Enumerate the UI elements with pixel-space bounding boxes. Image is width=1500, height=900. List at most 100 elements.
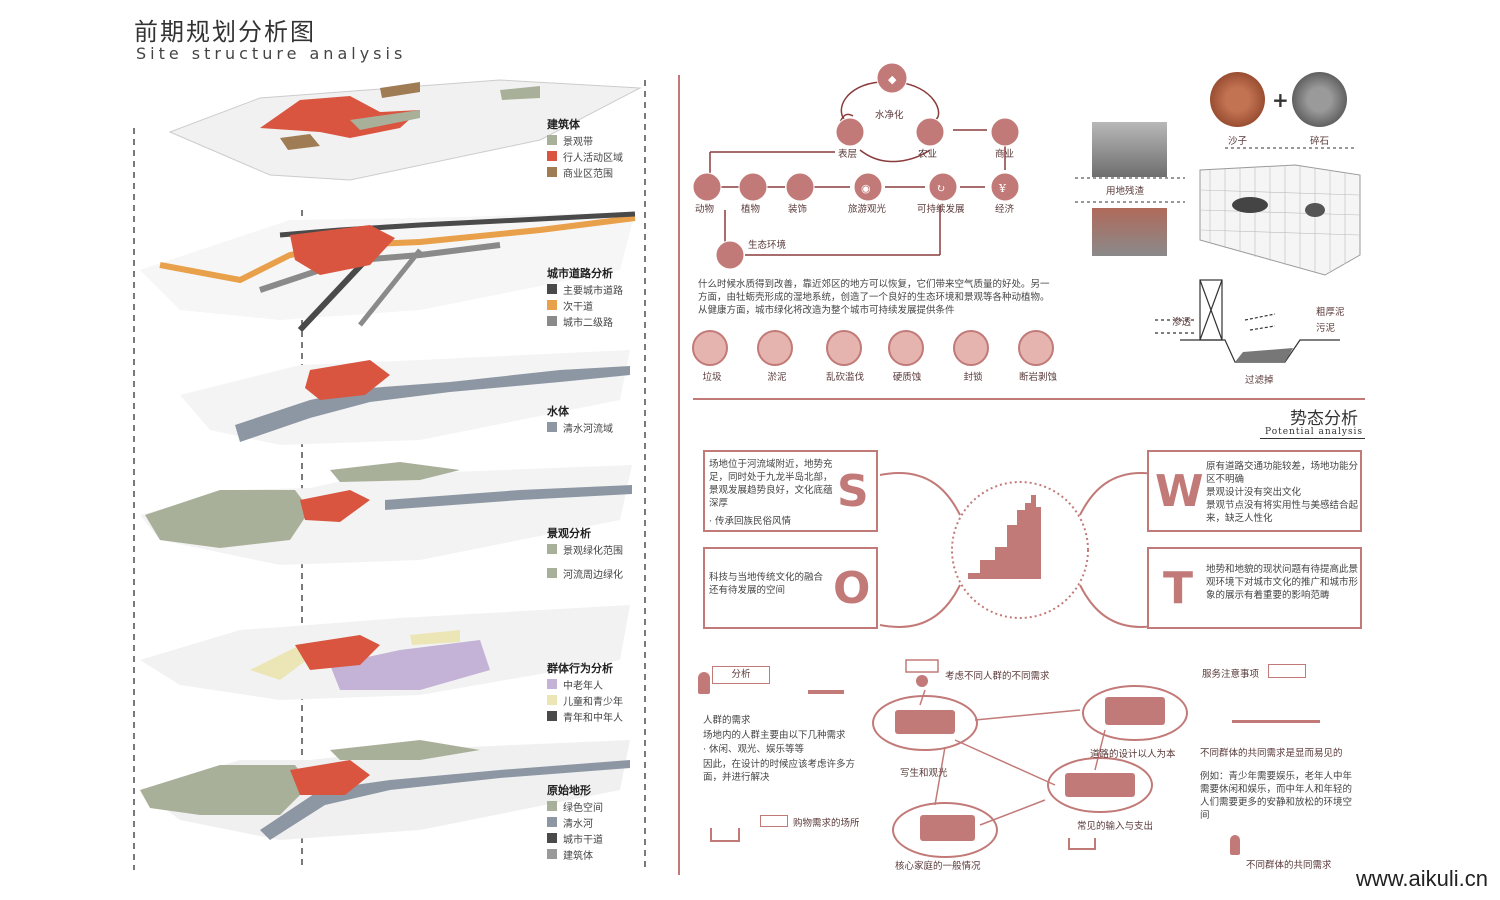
layer-groups-map <box>140 605 630 700</box>
legend-item: 城市干道 <box>547 830 603 846</box>
swot-w-letter: W <box>1155 466 1204 517</box>
problem-icons-row: 垃圾 淤泥 乱砍滥伐 硬质蚀 封锁 断岩剥蚀 <box>692 330 1062 385</box>
legend-water: 水体 清水河流域 <box>547 403 613 435</box>
section-divider <box>693 398 1365 400</box>
title-underline <box>1260 438 1365 439</box>
io-label: 常见的输入与支出 <box>1077 821 1154 832</box>
layer-landscape-map <box>140 462 632 565</box>
page-subtitle: Site structure analysis <box>136 44 407 63</box>
swot-o-box: 科技与当地传统文化的融合还有待发展的空间 O <box>703 547 878 629</box>
sand-label: 沙子 <box>1228 136 1248 147</box>
page-title: 前期规划分析图 <box>134 18 316 46</box>
legend-landscape: 景观分析 景观绿化范围 河流周边绿化 <box>547 525 623 581</box>
legend-title: 水体 <box>547 405 569 418</box>
svg-text:动物: 动物 <box>695 203 715 215</box>
sand-sample <box>1210 72 1265 127</box>
coarse-mud-label: 粗厚泥 <box>1316 307 1345 318</box>
svg-text:商业: 商业 <box>995 148 1014 160</box>
legend-item: 主要城市道路 <box>547 281 623 297</box>
layered-site-maps <box>133 79 646 870</box>
swot-connectors <box>879 472 1161 628</box>
needs-title: 人群的需求 <box>703 715 751 726</box>
problem-item: 断岩剥蚀 <box>1014 330 1062 383</box>
analysis-sign: 分析 <box>712 666 770 684</box>
plant-icon <box>738 172 768 202</box>
swot-o-letter: O <box>833 563 871 614</box>
erosion-icon <box>888 330 924 366</box>
recycle-icon <box>928 172 958 202</box>
legend-item: 商业区范围 <box>547 164 623 180</box>
needs-line-2: · 休闲、观光、娱乐等等 <box>703 744 805 755</box>
legend-item: 景观带 <box>547 132 623 148</box>
problem-item: 硬质蚀 <box>885 330 929 383</box>
svg-text:◉: ◉ <box>861 182 871 195</box>
site-photo-shells <box>1092 208 1167 256</box>
road-design-label: 道路的设计以人为本 <box>1090 749 1176 760</box>
commerce-cart-icon <box>990 117 1020 147</box>
svg-text:◆: ◆ <box>888 73 897 86</box>
yen-icon <box>990 172 1020 202</box>
swot-t-letter: T <box>1163 563 1194 614</box>
svg-text:装饰: 装饰 <box>788 203 807 215</box>
decoration-bug-icon <box>785 172 815 202</box>
agriculture-icon <box>915 117 945 147</box>
example-text: 例如：青少年需要娱乐，老年人中年需要休闲和娱乐，而中年人和年轻的人们需要更多的安… <box>1200 771 1353 821</box>
svg-text:植物: 植物 <box>741 203 761 215</box>
shopping-label: 购物需求的场所 <box>793 818 860 829</box>
swot-center-chart <box>968 495 1041 579</box>
mountain-icon <box>715 240 745 270</box>
family-label: 核心家庭的一般情况 <box>895 861 981 872</box>
gabion-diagram <box>1075 147 1361 363</box>
layer-terrain-map <box>140 740 630 840</box>
road-people-icon <box>1105 697 1165 725</box>
blockade-icon <box>953 330 989 366</box>
svg-text:↻: ↻ <box>936 182 945 195</box>
problem-item: 淤泥 <box>757 330 797 383</box>
surface-icon <box>835 117 865 147</box>
swot-w-box: W 原有道路交通功能较差，场地功能分区不明确 景观设计没有突出文化 景观节点没有… <box>1147 450 1362 532</box>
legend-title: 群体行为分析 <box>547 662 613 675</box>
io-people-icon <box>1065 773 1135 797</box>
svg-text:可持续发展: 可持续发展 <box>917 203 965 215</box>
svg-text:水净化: 水净化 <box>875 109 904 121</box>
fish-icon <box>1232 197 1268 213</box>
plus-icon: + <box>1272 88 1289 112</box>
legend-roads: 城市道路分析 主要城市道路 次干道 城市二级路 <box>547 265 623 329</box>
consider-person-icon <box>916 675 928 687</box>
cart-person-icon <box>808 672 844 694</box>
svg-text:表层: 表层 <box>838 148 857 160</box>
crab-icon <box>1305 203 1325 217</box>
sketch-people-icon <box>895 710 955 734</box>
site-photo-water <box>1092 122 1167 177</box>
legend-terrain: 原始地形 绿色空间 清水河 城市干道 建筑体 <box>547 782 603 862</box>
svg-text:旅游观光: 旅游观光 <box>848 203 887 215</box>
legend-item: 儿童和青少年 <box>547 692 623 708</box>
service-people-icon <box>1232 695 1320 723</box>
layer-buildings-map <box>168 79 642 181</box>
sludge-label: 污泥 <box>1316 323 1336 334</box>
legend-item: 河流周边绿化 <box>547 565 623 581</box>
io-cart-icon <box>1068 838 1096 850</box>
swot-s-box: 场地位于河流域附近，地势充足，同时处于九龙半岛北部，景观发展趋势良好，文化底蕴深… <box>703 450 878 532</box>
crowd-network <box>872 659 1188 858</box>
common-visible-label: 不同群体的共同需求是显而易见的 <box>1200 748 1343 759</box>
layer-water-map <box>180 350 630 445</box>
problem-item: 封锁 <box>953 330 993 383</box>
svg-text:农业: 农业 <box>918 148 937 160</box>
animal-bird-icon <box>692 172 722 202</box>
legend-title: 景观分析 <box>547 527 591 540</box>
column-divider <box>678 75 680 875</box>
consider-label: 考虑不同人群的不同需求 <box>945 671 1050 682</box>
legend-item: 青年和中年人 <box>547 708 623 724</box>
legend-title: 建筑体 <box>547 118 580 131</box>
gravel-sample <box>1292 72 1347 127</box>
camera-icon <box>853 172 883 202</box>
garbage-icon <box>692 330 728 366</box>
problem-item: 乱砍滥伐 <box>820 330 870 383</box>
layer-roads-map <box>140 211 636 333</box>
legend-item: 绿色空间 <box>547 798 603 814</box>
legend-title: 原始地形 <box>547 784 591 797</box>
service-label: 服务注意事项 <box>1202 669 1260 680</box>
legend-title: 城市道路分析 <box>547 267 613 280</box>
water-drop-icon <box>876 62 908 94</box>
